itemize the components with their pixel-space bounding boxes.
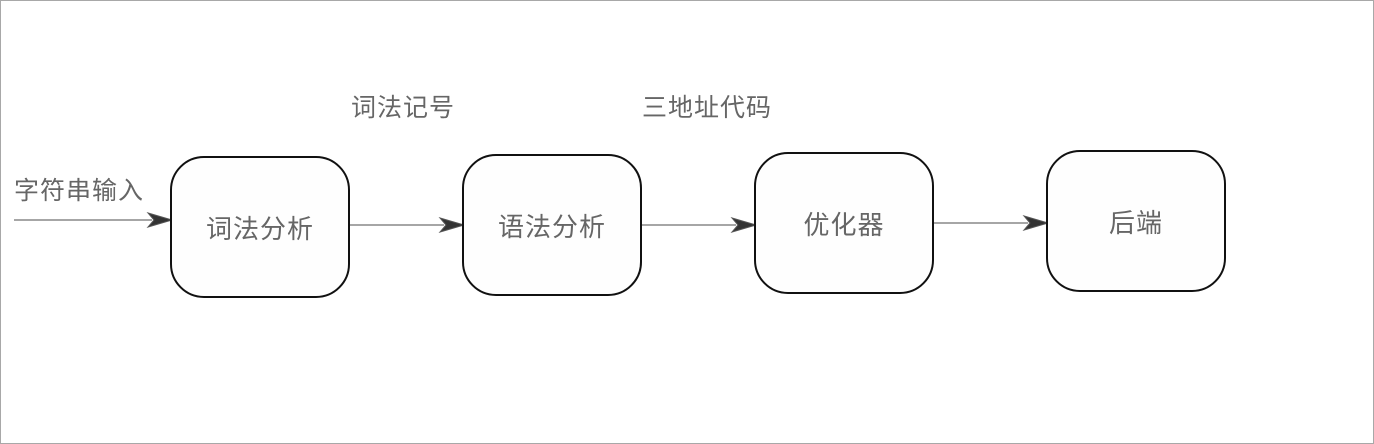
node-backend-label: 后端 <box>1108 208 1163 239</box>
node-lexer-label: 词法分析 <box>205 214 314 245</box>
arrowhead-backend-icon <box>1022 215 1050 231</box>
edge-input-to-lexer <box>14 212 174 228</box>
arrowhead-parser-icon <box>438 217 466 233</box>
input-label: 字符串输入 <box>14 176 145 205</box>
node-optimizer: 优化器 <box>754 152 934 294</box>
edge-lexer-to-parser <box>349 217 466 233</box>
node-parser-label: 语法分析 <box>497 212 606 243</box>
edge-optimizer-to-backend <box>933 215 1050 231</box>
edge-label-lexer-parser: 词法记号 <box>351 93 456 122</box>
edge-label-parser-optimizer: 三地址代码 <box>642 93 773 122</box>
arrowhead-optimizer-icon <box>730 217 758 233</box>
node-optimizer-label: 优化器 <box>803 210 885 241</box>
node-lexer: 词法分析 <box>170 156 350 298</box>
edge-parser-to-optimizer <box>641 217 758 233</box>
node-backend: 后端 <box>1046 150 1226 292</box>
arrowhead-input-icon <box>146 212 174 228</box>
node-parser: 语法分析 <box>462 154 642 296</box>
